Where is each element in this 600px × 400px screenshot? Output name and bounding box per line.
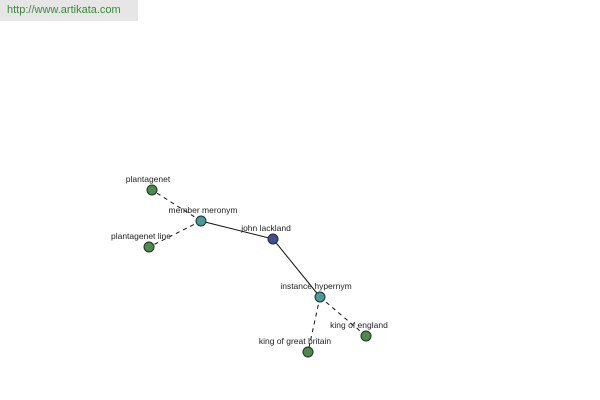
node-john-lackland[interactable] [267,233,279,245]
graph-nodes [143,184,372,358]
edge-instance-hypernym-to-king-of-great-britain [307,296,321,353]
edge-john-lackland-to-member-meronym [200,220,274,240]
node-king-of-great-britain[interactable] [302,346,314,358]
node-label-john-lackland[interactable]: john lackland [240,223,291,233]
node-plantagenet-line[interactable] [143,241,155,253]
edge-instance-hypernym-to-king-of-england [319,296,367,337]
node-king-of-england[interactable] [360,330,372,342]
node-label-plantagenet[interactable]: plantagenet [126,174,171,184]
edge-john-lackland-to-instance-hypernym [272,238,321,298]
node-label-instance-hypernym[interactable]: instance hypernym [280,281,351,291]
edge-member-meronym-to-plantagenet [151,189,202,222]
edge-member-meronym-to-plantagenet-line [148,220,202,248]
site-url[interactable]: http://www.artikata.com [0,0,138,21]
node-label-king-of-great-britain[interactable]: king of great britain [259,336,332,346]
node-label-member-meronym[interactable]: member meronym [169,205,238,215]
node-plantagenet[interactable] [146,184,158,196]
node-member-meronym[interactable] [195,215,207,227]
node-instance-hypernym[interactable] [314,291,326,303]
node-label-plantagenet-line[interactable]: plantagenet line [111,231,171,241]
node-label-king-of-england[interactable]: king of england [330,320,388,330]
graph-edges [148,189,367,353]
